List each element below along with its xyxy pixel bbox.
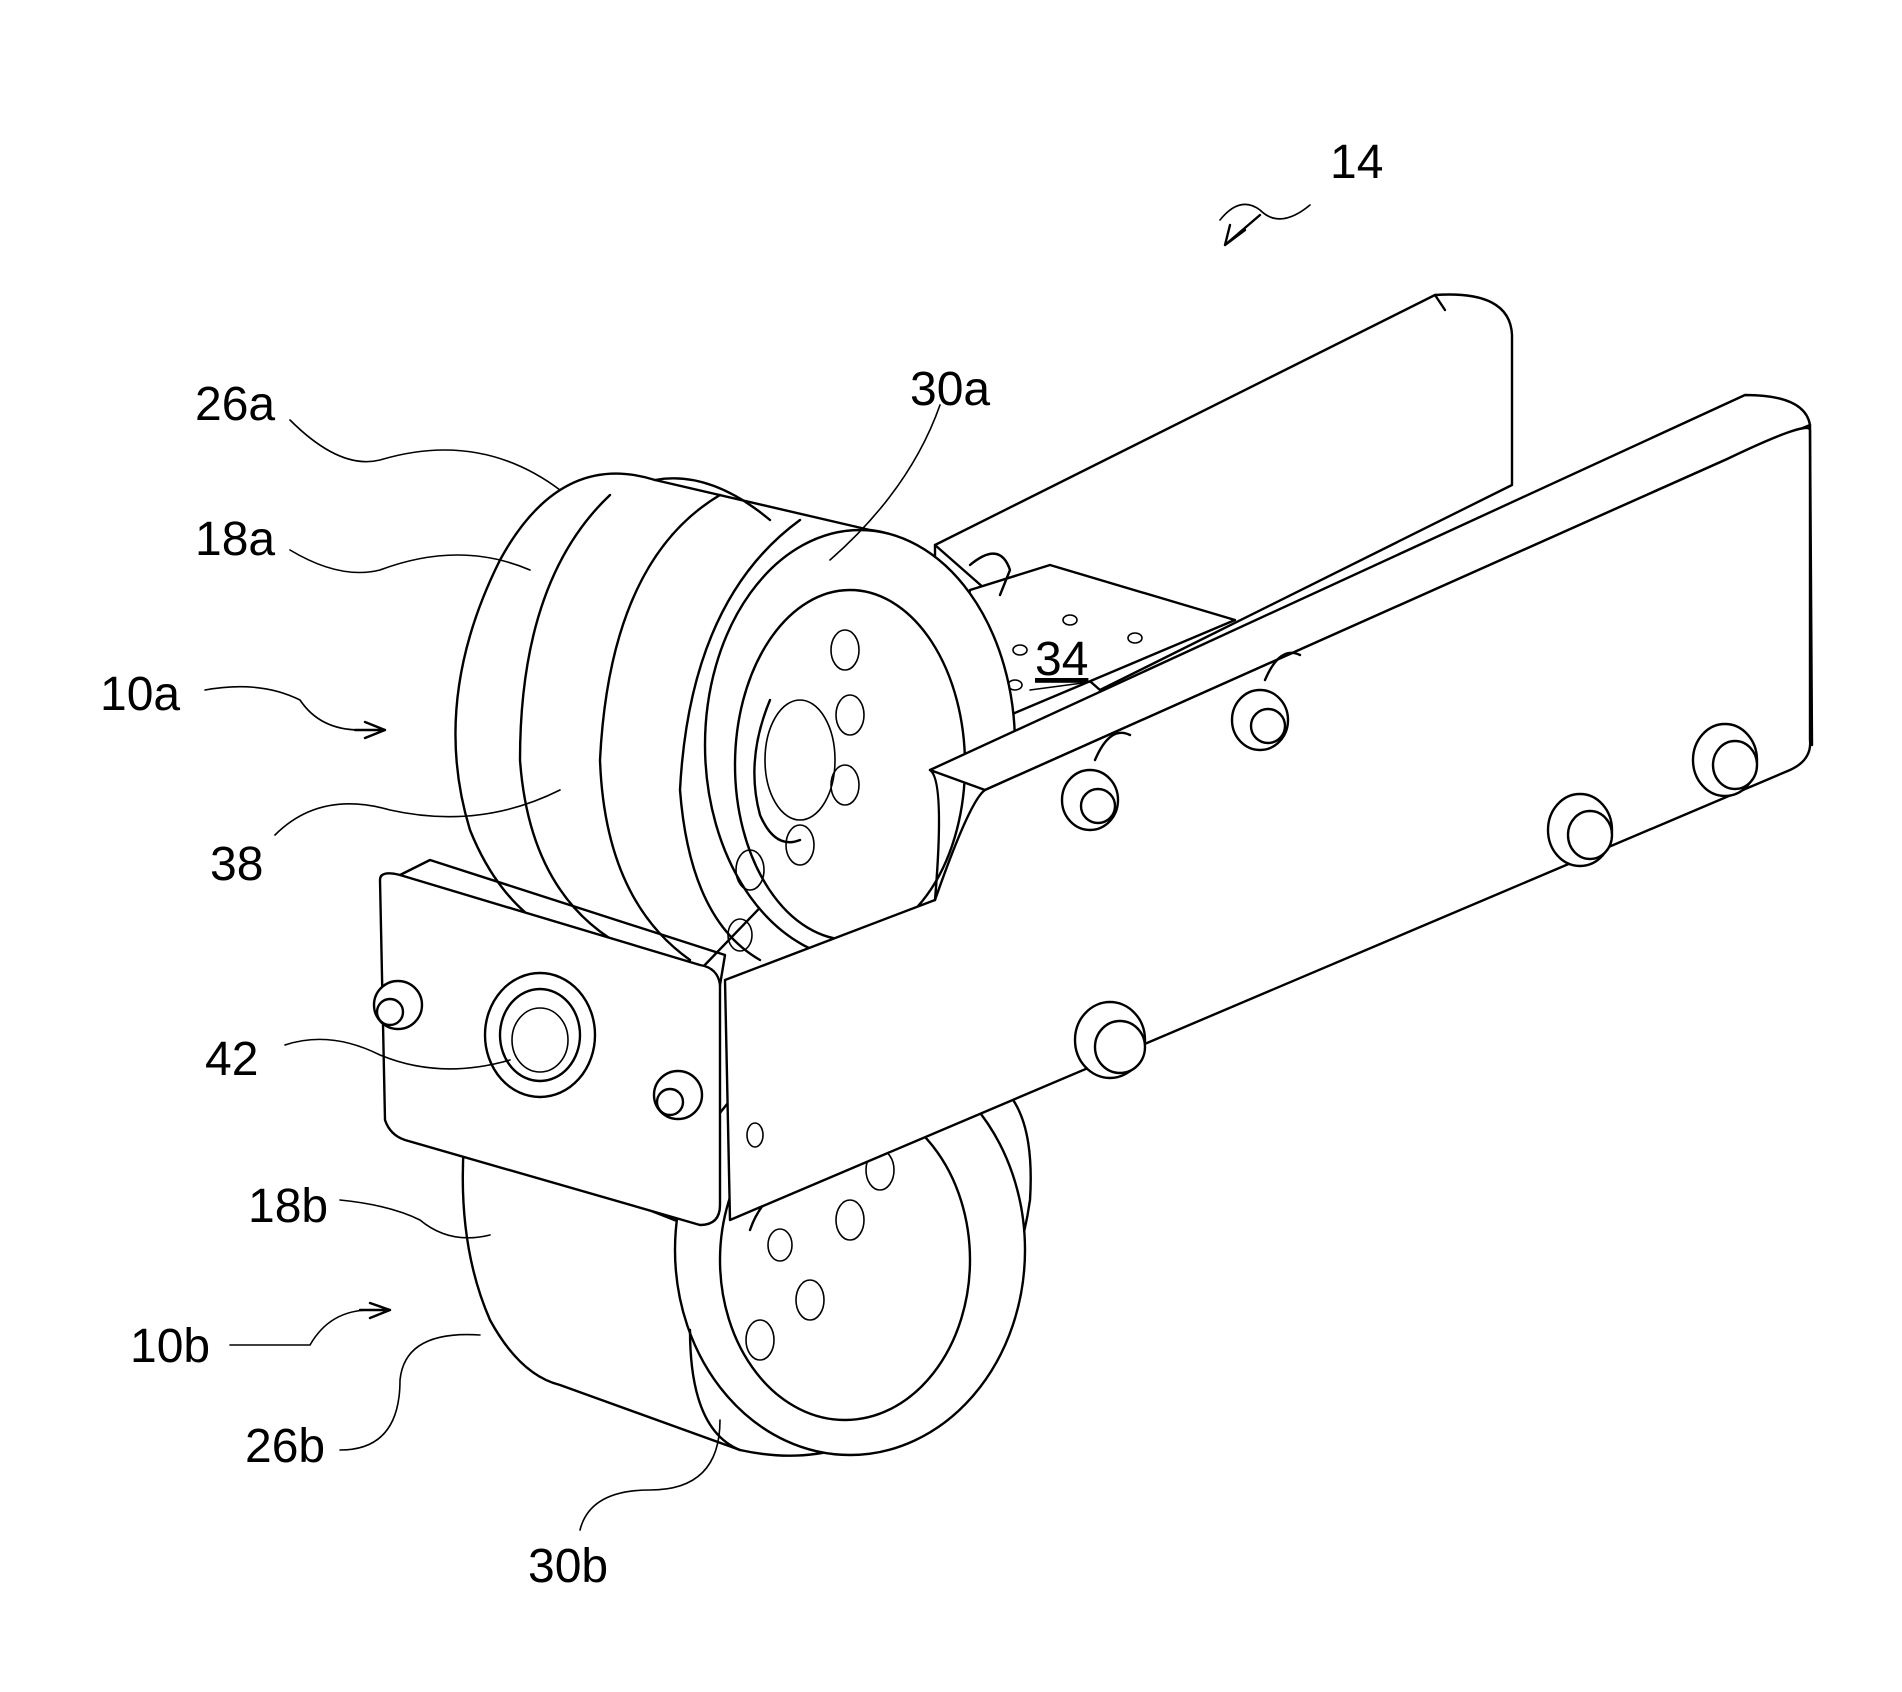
label-26a: 26a: [195, 378, 275, 431]
label-18a: 18a: [195, 513, 275, 566]
bolt-end-plate-left: [374, 981, 422, 1029]
bolt-rail-5: [1075, 1002, 1145, 1078]
arrow-10b: [360, 1303, 390, 1318]
label-26b: 26b: [245, 1420, 325, 1473]
leader-14: [1220, 204, 1310, 220]
arrow-14: [1225, 215, 1260, 245]
leader-30b: [580, 1420, 720, 1530]
label-10b: 10b: [130, 1320, 210, 1373]
bearing: [485, 973, 595, 1097]
label-30a: 30a: [910, 363, 990, 416]
leader-10a: [205, 687, 360, 730]
label-14: 14: [1330, 136, 1383, 189]
label-30b: 30b: [528, 1540, 608, 1593]
leader-18a: [290, 550, 530, 573]
leader-26a: [290, 420, 560, 490]
label-34: 34: [1035, 633, 1088, 686]
leader-10b: [230, 1310, 370, 1345]
arrow-10a: [355, 722, 385, 738]
bolt-end-plate-right: [654, 1071, 702, 1119]
label-18b: 18b: [248, 1180, 328, 1233]
label-10a: 10a: [100, 668, 180, 721]
label-42: 42: [205, 1033, 258, 1086]
bolt-rail-3: [1548, 794, 1612, 866]
bolt-rail-4: [1693, 724, 1757, 796]
label-38: 38: [210, 838, 263, 891]
leader-26b: [340, 1335, 480, 1450]
